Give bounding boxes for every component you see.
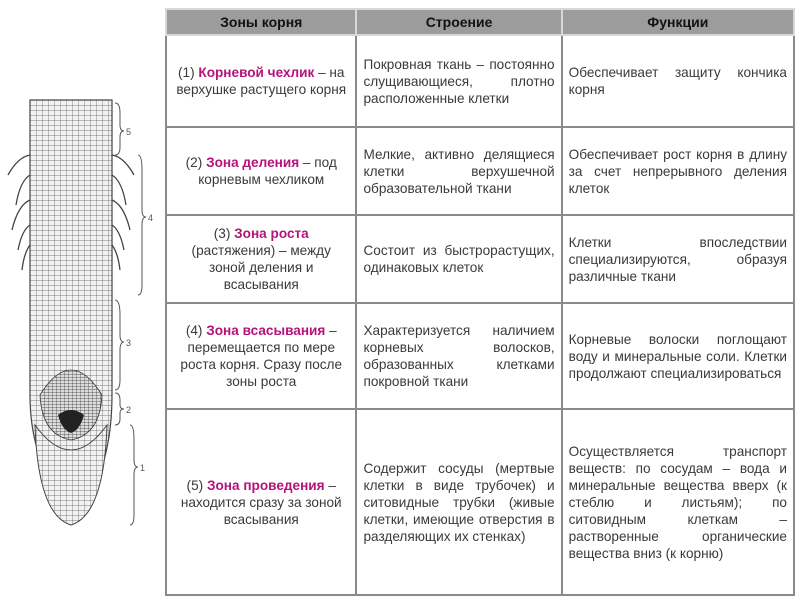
figure-label-4: 4 bbox=[148, 213, 153, 223]
header-zones: Зоны корня bbox=[164, 8, 358, 36]
structure-cell: Покровная ткань – постоянно слущивающиес… bbox=[355, 34, 563, 128]
zone-cell: (3) Зона роста (растяжения) – между зоно… bbox=[164, 214, 358, 304]
zone-brackets bbox=[114, 102, 147, 526]
root-tip-drawing: 5 4 3 2 1 bbox=[7, 99, 153, 526]
figure-label-1: 1 bbox=[140, 463, 145, 473]
zone-description: (растяжения) – между зоной деления и вса… bbox=[191, 243, 331, 292]
zone-number: (4) bbox=[185, 323, 203, 338]
zone-description: – под корневым чехликом bbox=[198, 155, 337, 187]
zone-number: (1) bbox=[177, 65, 195, 80]
figure-label-3: 3 bbox=[126, 338, 131, 348]
function-cell: Осуществляется транспорт веществ: по сос… bbox=[560, 408, 796, 596]
table-row: (1) Корневой чехлик – на верхушке растущ… bbox=[164, 34, 796, 128]
zone-cell: (2) Зона деления – под корневым чехликом bbox=[164, 126, 358, 216]
root-hairs bbox=[7, 154, 135, 271]
zone-number: (2) bbox=[185, 155, 203, 170]
root-cap bbox=[34, 423, 108, 526]
function-cell: Клетки впоследствии специализируются, об… bbox=[560, 214, 796, 304]
structure-cell: Содержит сосуды (мертвые клетки в виде т… bbox=[355, 408, 563, 596]
apical-center bbox=[58, 410, 84, 433]
zone-name: Зона деления bbox=[206, 155, 300, 170]
zone-number: (5) bbox=[186, 477, 204, 493]
zone-name: Зона роста bbox=[234, 226, 309, 241]
table-row: (5) Зона проведения – находится сразу за… bbox=[164, 408, 796, 596]
function-cell: Обеспечивает защиту кончика корня bbox=[560, 34, 796, 128]
function-cell: Корневые волоски поглощают воду и минера… bbox=[560, 302, 796, 410]
structure-cell: Состоит из быстрорастущих, одинаковых кл… bbox=[355, 214, 563, 304]
table-row: (4) Зона всасывания – перемещается по ме… bbox=[164, 302, 796, 410]
figure-label-2: 2 bbox=[126, 405, 131, 415]
zone-cell: (4) Зона всасывания – перемещается по ме… bbox=[164, 302, 358, 410]
function-cell: Обеспечивает рост корня в длину за счет … bbox=[560, 126, 796, 216]
table-row: (3) Зона роста (растяжения) – между зоно… bbox=[164, 214, 796, 304]
zone-cell: (5) Зона проведения – находится сразу за… bbox=[164, 408, 358, 596]
zone-cell: (1) Корневой чехлик – на верхушке растущ… bbox=[164, 34, 358, 128]
zone-name: Зона проведения bbox=[206, 477, 325, 493]
root-zones-table: Зоны корня Строение Функции (1) Корневой… bbox=[164, 8, 796, 596]
zone-name: Корневой чехлик bbox=[198, 65, 315, 80]
structure-cell: Мелкие, активно делящиеся клетки верхуше… bbox=[355, 126, 563, 216]
figure-label-5: 5 bbox=[126, 127, 131, 137]
structure-cell: Характеризуется наличием корневых волоск… bbox=[355, 302, 563, 410]
table-row: (2) Зона деления – под корневым чехликом… bbox=[164, 126, 796, 216]
header-functions: Функции bbox=[560, 8, 796, 36]
zone-number: (3) bbox=[213, 226, 231, 241]
header-row: Зоны корня Строение Функции bbox=[164, 8, 796, 36]
zone-description: – находится сразу за зоной всасывания bbox=[180, 477, 342, 527]
zone-description: – на верхушке растущего корня bbox=[176, 65, 347, 97]
zone-name: Зона всасывания bbox=[206, 323, 326, 338]
meristem-region bbox=[39, 369, 103, 441]
root-tip-figure: 5 4 3 2 1 bbox=[0, 95, 160, 595]
zone-description: – перемещается по мере роста корня. Сраз… bbox=[180, 323, 343, 389]
header-structure: Строение bbox=[355, 8, 563, 36]
